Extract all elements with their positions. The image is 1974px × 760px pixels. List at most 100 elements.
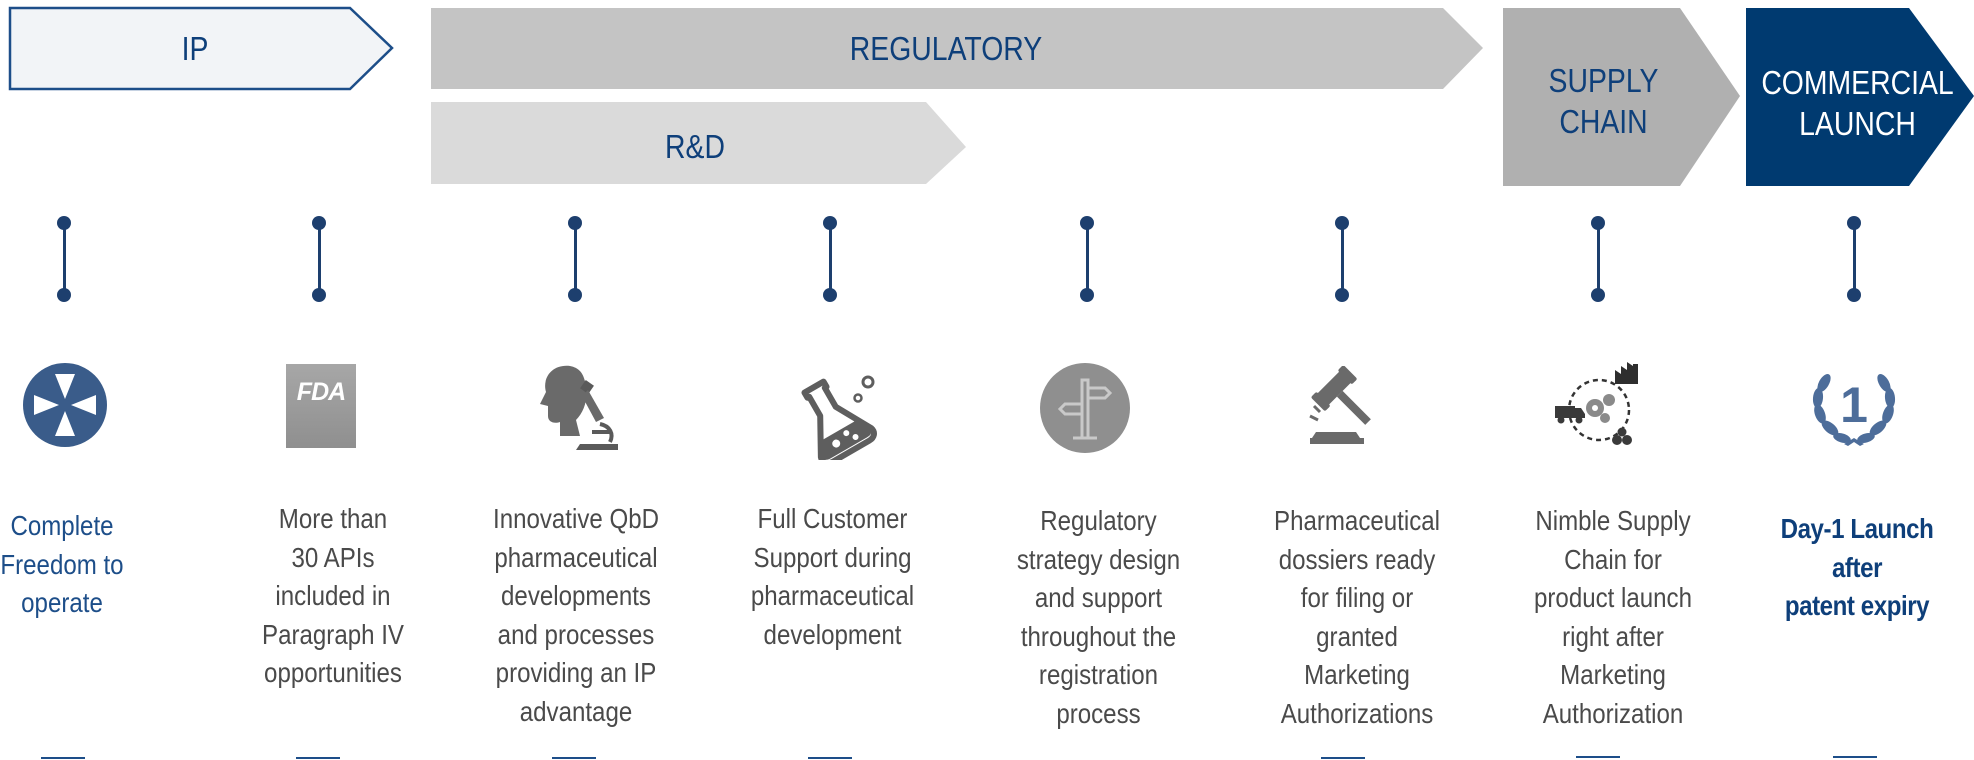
- description-line: right after: [1562, 620, 1664, 652]
- description-regulatory-strategy: Regulatory strategy design and support t…: [997, 502, 1199, 733]
- description-line: development: [763, 618, 902, 650]
- description-line: Full Customer: [757, 503, 908, 534]
- connector-dot: [823, 288, 837, 302]
- description-line: Marketing: [1560, 659, 1666, 690]
- description-line: product launch: [1534, 582, 1692, 613]
- connector: [1847, 216, 1861, 302]
- connector-dot: [568, 288, 582, 302]
- description-customer-support: Full Customer Support during pharmaceuti…: [731, 500, 933, 654]
- bottom-dash: [296, 757, 340, 759]
- description-day-1-launch: Day-1 Launch after patent expiry: [1760, 510, 1954, 626]
- connector: [1335, 216, 1349, 302]
- description-line: Authorizations: [1280, 697, 1434, 729]
- description-line: for filing or: [1300, 582, 1414, 613]
- description-line: Pharmaceutical: [1274, 505, 1440, 536]
- connector-line: [1853, 223, 1856, 295]
- description-line: Support during: [753, 541, 912, 573]
- description-line: opportunities: [264, 657, 402, 688]
- ip-label: IP: [181, 29, 209, 67]
- connector-dot: [1591, 288, 1605, 302]
- description-line: Innovative QbD: [493, 503, 659, 534]
- description-line: Marketing: [1304, 659, 1410, 690]
- supply-chain-icon: [1555, 362, 1638, 445]
- description-line: strategy design: [1016, 543, 1181, 575]
- fda-logo-icon: FDA: [286, 364, 356, 448]
- description-line: throughout the: [1020, 620, 1177, 652]
- connector: [823, 216, 837, 302]
- connector: [57, 216, 71, 302]
- gavel-icon: [1309, 366, 1371, 444]
- connector-dot: [312, 288, 326, 302]
- description-line: Day-1 Launch: [1780, 513, 1934, 544]
- connector-line: [1341, 223, 1344, 295]
- description-line: process: [1056, 697, 1141, 729]
- description-line: and support: [1034, 582, 1163, 613]
- bottom-dash: [1321, 757, 1365, 759]
- description-line: included in: [275, 580, 391, 611]
- connector-line: [318, 223, 321, 295]
- description-dossiers: Pharmaceutical dossiers ready for filing…: [1250, 502, 1465, 733]
- description-line: pharmaceutical: [750, 580, 915, 611]
- description-line: Regulatory: [1040, 505, 1157, 536]
- fda-logo-text: FDA: [296, 378, 346, 406]
- supply-chain-label: SUPPLY CHAIN: [1537, 58, 1670, 144]
- phase-arrows: [8, 6, 1974, 186]
- description-line: after: [1831, 551, 1883, 583]
- bottom-dash: [41, 757, 85, 759]
- flask-icon: [801, 375, 877, 460]
- description-line: Complete: [10, 510, 114, 541]
- rd-arrow: [431, 102, 966, 184]
- connector-line: [1597, 223, 1600, 295]
- description-line: Chain for: [1564, 543, 1662, 575]
- description-line: Freedom to: [0, 548, 124, 580]
- regulatory-arrow: [431, 8, 1483, 89]
- connector-dot: [1335, 288, 1349, 302]
- laurel-number: 1: [1840, 377, 1868, 433]
- bottom-dash: [1833, 756, 1877, 758]
- description-line: advantage: [519, 695, 633, 727]
- connector-dot: [1847, 288, 1861, 302]
- connector: [312, 216, 326, 302]
- rd-label: R&D: [665, 127, 725, 165]
- bottom-dash: [552, 757, 596, 759]
- commercial-launch-label-line: LAUNCH: [1799, 105, 1916, 142]
- description-supply-chain: Nimble Supply Chain for product launch r…: [1510, 502, 1716, 733]
- connector-dot: [57, 288, 71, 302]
- ip-arrow: [8, 6, 394, 91]
- description-line: Paragraph IV: [262, 618, 404, 650]
- connector: [568, 216, 582, 302]
- bottom-dash: [808, 757, 852, 759]
- description-freedom-to-operate: Complete Freedom to operate: [0, 507, 141, 623]
- supply-chain-label-line: CHAIN: [1559, 103, 1648, 140]
- signpost-icon: [1040, 363, 1130, 453]
- description-paragraph-iv: More than 30 APIs included in Paragraph …: [243, 500, 424, 693]
- connector-line: [574, 223, 577, 295]
- connector: [1080, 216, 1094, 302]
- description-line: More than: [278, 503, 388, 534]
- commercial-launch-label: COMMERCIAL LAUNCH: [1761, 60, 1955, 146]
- description-line: operate: [21, 587, 103, 618]
- scientist-microscope-icon: [540, 365, 618, 450]
- regulatory-label: REGULATORY: [849, 29, 1043, 67]
- description-line: patent expiry: [1784, 590, 1930, 621]
- laurel-number-one-icon: 1: [1812, 373, 1896, 446]
- connector-dot: [1080, 288, 1094, 302]
- description-line: and processes: [497, 618, 655, 650]
- description-line: Nimble Supply: [1535, 505, 1691, 536]
- supply-chain-label-line: SUPPLY: [1548, 62, 1659, 99]
- description-line: granted: [1316, 620, 1398, 652]
- description-line: Authorization: [1542, 697, 1684, 729]
- commercial-launch-arrow: [1746, 8, 1974, 186]
- commercial-launch-label-line: COMMERCIAL: [1761, 64, 1954, 101]
- description-line: pharmaceutical: [494, 541, 658, 573]
- maltese-cross-icon: [23, 363, 107, 447]
- description-line: 30 APIs: [291, 541, 375, 573]
- connector: [1591, 216, 1605, 302]
- description-line: dossiers ready: [1278, 543, 1436, 575]
- connector-line: [63, 223, 66, 295]
- supply-chain-arrow: [1503, 8, 1740, 186]
- connector-line: [829, 223, 832, 295]
- description-line: registration: [1038, 659, 1159, 690]
- description-qbd: Innovative QbD pharmaceutical developmen…: [477, 500, 675, 731]
- connector-line: [1086, 223, 1089, 295]
